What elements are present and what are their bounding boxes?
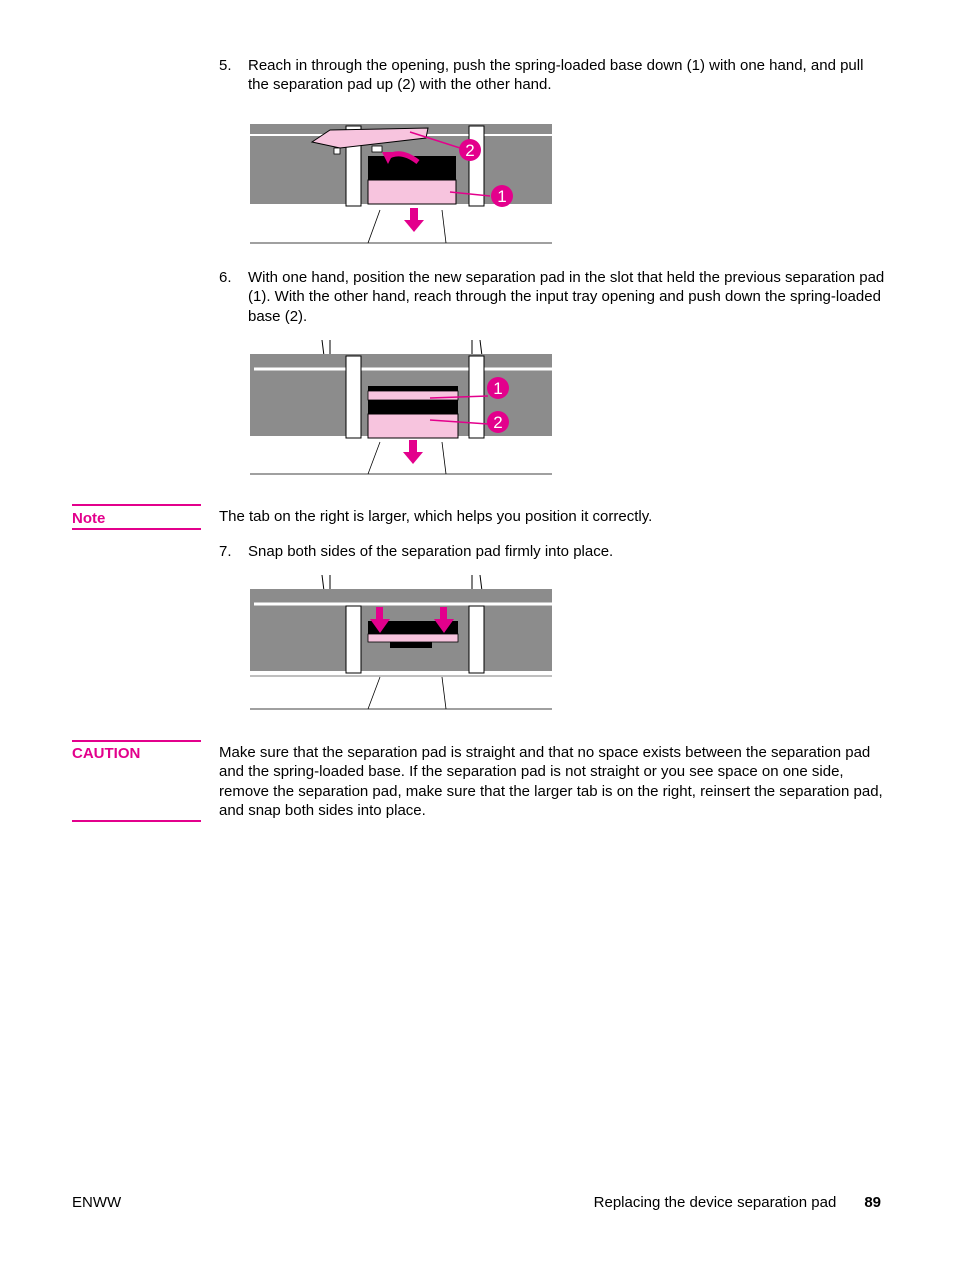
callout-label: 1 (493, 379, 502, 398)
caution-label: CAUTION (72, 745, 141, 762)
page-number: 89 (864, 1194, 881, 1211)
spring-loaded-base (367, 413, 459, 439)
figure-insert-separation-pad: 1 2 (250, 339, 552, 475)
caution-rule-top (72, 740, 201, 742)
step-text: Reach in through the opening, push the s… (248, 57, 864, 94)
step-number: 6. (219, 269, 232, 286)
push-down-arrow (409, 440, 417, 454)
separation-pad-lifted (310, 127, 429, 149)
spring-loaded-base (367, 179, 457, 205)
step-number: 7. (219, 543, 232, 560)
callout-label: 2 (493, 413, 502, 432)
seated-separation-pad (367, 633, 459, 643)
callout-1-badge (487, 377, 509, 399)
caution-rule-bottom (72, 820, 201, 822)
note-rule-top (72, 504, 201, 506)
note-text: The tab on the right is larger, which he… (219, 508, 653, 525)
step-number: 5. (219, 57, 232, 74)
figure-remove-separation-pad: 2 1 (250, 124, 552, 244)
footer-section-title: Replacing the device separation pad (593, 1194, 837, 1211)
snap-arrow-left (376, 607, 383, 621)
footer-left: ENWW (72, 1194, 122, 1211)
push-down-arrow (410, 208, 418, 222)
note-label: Note (72, 510, 106, 527)
left-guide-post (345, 355, 362, 439)
figure-snap-separation-pad (250, 574, 552, 710)
step-text: With one hand, position the new separati… (248, 269, 885, 325)
note-rule-bottom (72, 528, 201, 530)
callout-1-badge (491, 185, 513, 207)
callout-2-badge (459, 139, 481, 161)
right-guide-post (468, 605, 485, 674)
callout-label: 1 (497, 187, 506, 206)
caution-text: Make sure that the separation pad is str… (219, 744, 883, 820)
snap-arrow-right (440, 607, 447, 621)
left-guide-post (345, 605, 362, 674)
new-separation-pad (367, 390, 459, 401)
step-text: Snap both sides of the separation pad fi… (248, 543, 614, 560)
footer-right: Replacing the device separation pad 89 (594, 1193, 881, 1212)
pad-slot (368, 386, 458, 416)
callout-label: 2 (465, 141, 474, 160)
callout-2-badge (487, 411, 509, 433)
